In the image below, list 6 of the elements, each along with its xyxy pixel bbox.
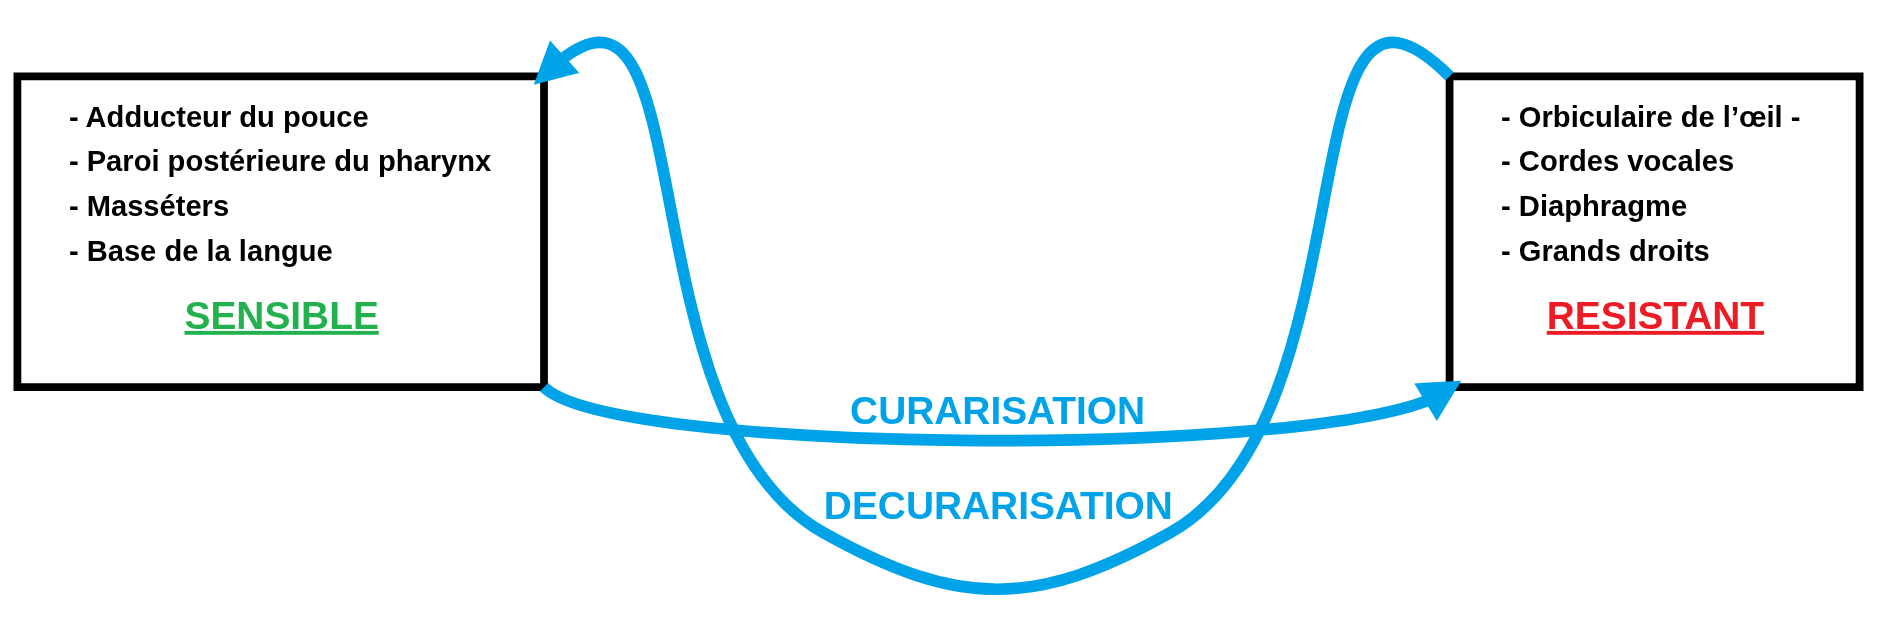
node-box: - Orbiculaire de l’œil - - Cordes vocales - Diaphragme - Grands droits RESISTANT: [1445, 72, 1864, 392]
arrow: [533, 38, 1454, 595]
arrow: [541, 380, 1462, 447]
node-box: - Adducteur du pouce - Paroi postérieure du pharynx - Masséters - Base de la langue SENSIBLE: [13, 72, 548, 392]
edge-label: CURARISATION: [850, 389, 1146, 433]
edge-label: DECURARISATION: [823, 484, 1173, 528]
